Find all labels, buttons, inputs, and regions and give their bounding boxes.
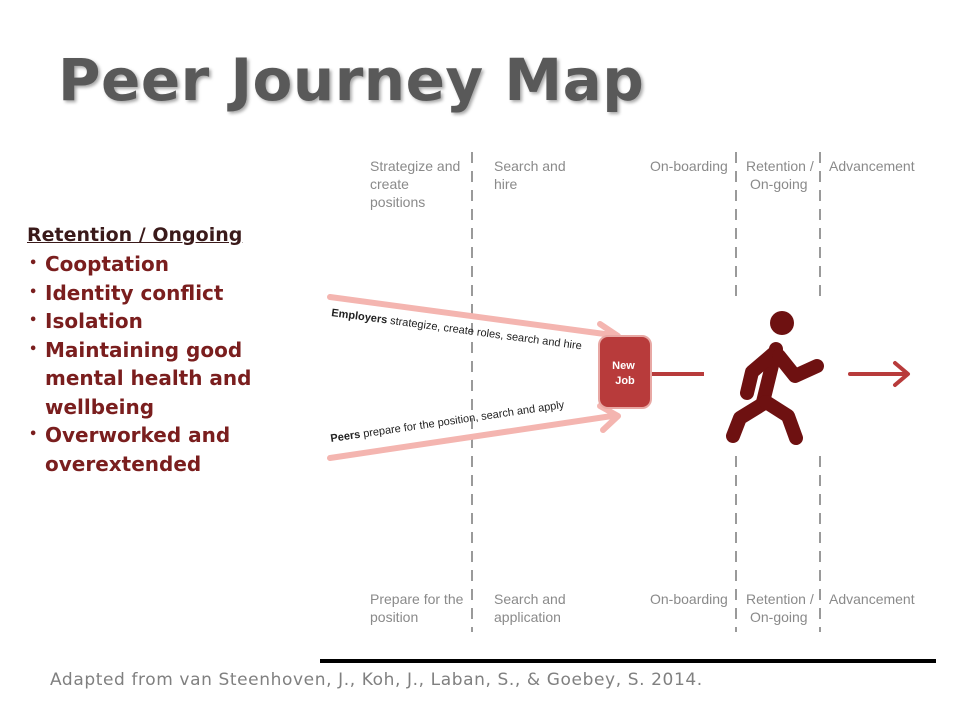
list-item-text: Maintaining good mental health and wellb… <box>45 337 252 419</box>
bullet-icon: • <box>29 341 38 357</box>
page-title: Peer Journey Map <box>58 46 645 114</box>
top-stage-label-5: Advancement <box>829 158 915 174</box>
list-item: • Maintaining good mental health and well… <box>27 336 327 422</box>
bullet-icon: • <box>29 256 38 271</box>
stage-dividers <box>471 152 821 632</box>
bottom-stage-label-3: On-boarding <box>650 591 728 607</box>
new-job-label: New Job <box>612 360 638 387</box>
list-item-text: Overworked and overextended <box>45 423 231 476</box>
new-job-box <box>598 335 652 409</box>
walking-person-icon <box>726 311 824 445</box>
retention-panel: Retention / Ongoing • Cooptation • Identit… <box>27 224 327 478</box>
list-item: • Identity conflict <box>27 279 327 308</box>
journey-diagram: Strategize and create positions Search a… <box>327 152 915 632</box>
bullet-icon: • <box>29 284 38 300</box>
list-item-text: Isolation <box>45 309 143 333</box>
list-item: • Overworked and overextended <box>27 421 327 478</box>
bottom-stage-label-2: Search and application <box>494 591 570 625</box>
top-stage-label-3: On-boarding <box>650 158 728 174</box>
list-item: • Cooptation <box>27 250 327 279</box>
footer-rule <box>320 659 936 663</box>
top-stage-label-2: Search and hire <box>494 158 570 192</box>
citation: Adapted from van Steenhoven, J., Koh, J.… <box>50 670 703 690</box>
bullet-icon: • <box>29 427 38 442</box>
bullet-icon: • <box>29 313 38 328</box>
top-stage-label-4: Retention / On-going <box>746 158 818 192</box>
bottom-stage-label-4: Retention / On-going <box>746 591 818 625</box>
bullet-list: • Cooptation • Identity conflict • Isolatio… <box>27 250 327 478</box>
peers-arrow-shaft <box>327 413 615 461</box>
employers-arrow-shaft <box>327 294 615 338</box>
list-item-text: Cooptation <box>45 252 169 276</box>
list-item-text: Identity conflict <box>45 280 224 305</box>
panel-heading: Retention / Ongoing <box>27 224 243 246</box>
exit-arrowhead <box>893 361 910 387</box>
bottom-stage-label-5: Advancement <box>829 591 915 607</box>
list-item: • Isolation <box>27 307 327 336</box>
top-stage-label-1: Strategize and create positions <box>370 158 464 210</box>
bottom-stage-label-1: Prepare for the position <box>370 591 467 625</box>
peers-arrowhead <box>597 403 621 433</box>
